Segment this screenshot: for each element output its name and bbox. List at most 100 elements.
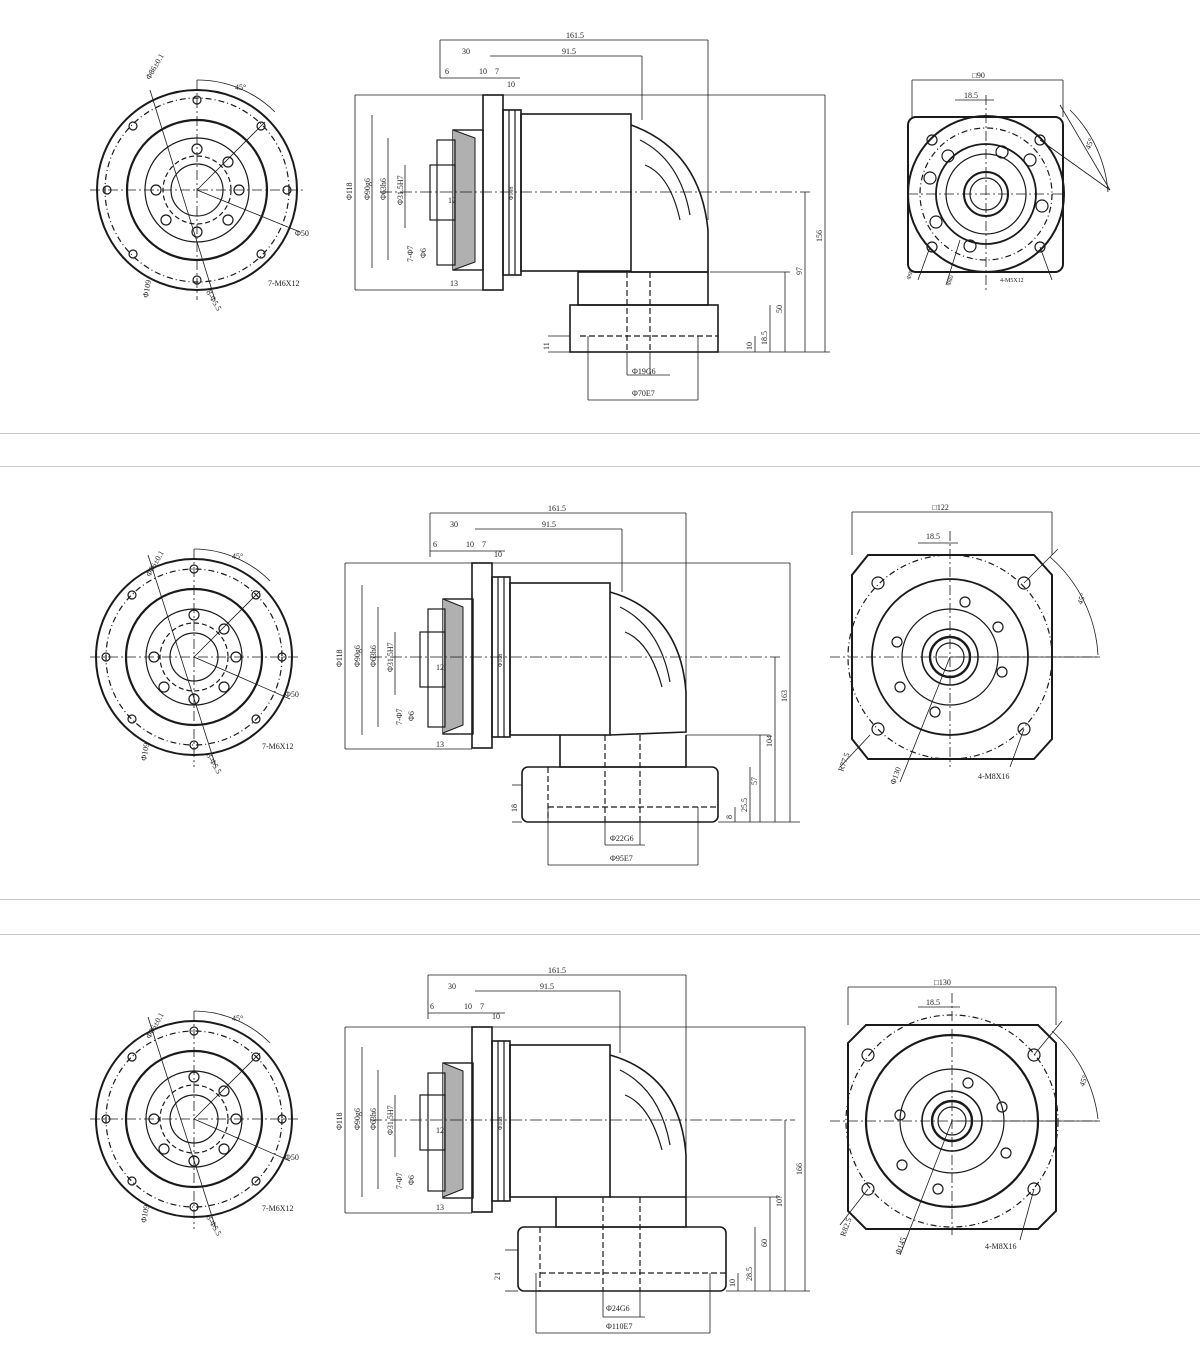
- s2-side-dia90: Φ90g6: [353, 645, 362, 667]
- s1-flange-tapped: 7-M6X12: [268, 279, 300, 288]
- s1-side-height-mid: 97: [795, 267, 804, 275]
- s2-side-dia63: Φ63h6: [369, 645, 378, 667]
- s1-flange-pcd: Φ50: [295, 229, 309, 238]
- s2-side-10b: 10: [494, 550, 502, 559]
- s1-side-10b: 10: [507, 80, 515, 89]
- s2-side-10a: 10: [466, 540, 474, 549]
- flange-front-view: [90, 548, 300, 768]
- s2-side-12: 12: [436, 663, 444, 672]
- s3-side-6: 6: [430, 1002, 434, 1011]
- s2-side-hidden: Φ108: [498, 654, 504, 667]
- s2-side-height-total: 163: [780, 690, 789, 702]
- s2-side-height-50: 57: [750, 777, 759, 785]
- flange-front-view: [90, 1010, 300, 1230]
- s1-side-dia90: Φ90g6: [363, 178, 372, 200]
- s3-end-square: □130: [934, 978, 951, 987]
- s3-flange-od: Φ109: [139, 1204, 151, 1223]
- s3-side-height-mid: 107: [775, 1195, 784, 1207]
- s1-side-7: 7: [495, 67, 499, 76]
- s2-end-pcd: Φ130: [888, 766, 903, 786]
- flange-front-view: [90, 79, 305, 301]
- s1-end-square: □90: [972, 71, 985, 80]
- s2-side-6: 6: [433, 540, 437, 549]
- s1-side-91: 91.5: [562, 47, 576, 56]
- s1-side-6: 6: [445, 67, 449, 76]
- s1-end-outer: Φ98: [906, 269, 915, 281]
- s3-side-dia118: Φ118: [335, 1112, 344, 1130]
- s3-side-hidden: Φ108: [498, 1117, 504, 1130]
- s2-side-height-10: 8: [725, 815, 734, 819]
- s3-side-10a: 10: [464, 1002, 472, 1011]
- s1-side-height-total: 156: [815, 230, 824, 242]
- s1-side-thread: 7-Φ7: [406, 245, 415, 262]
- s1-side-height-10: 10: [745, 342, 754, 350]
- s1-end-angle: 45°: [1083, 137, 1095, 151]
- sheet-3-svg: Φ86±0.1 45° Φ50 7-M6X12 Φ109 8-Φ5.5 161.…: [90, 966, 1100, 1334]
- s3-side-dia31: Φ31.5H7: [386, 1105, 395, 1135]
- s3-end-outer: R82.5: [838, 1216, 853, 1237]
- s1-side-shaft: Φ19G6: [632, 367, 656, 376]
- sheet-2-svg: Φ86±0.1 45° Φ50 7-M6X12 Φ109 8-Φ5.5 161.…: [90, 503, 1100, 866]
- s3-side-30: 30: [448, 982, 456, 991]
- s3-flange-hole: 8-Φ5.5: [204, 1214, 223, 1238]
- s2-side-7: 7: [482, 540, 486, 549]
- s1-end-pcd: Φ80: [946, 275, 955, 287]
- drawing-sheet-1: Φ86±0.1 45° Φ50 7-M6X12 Φ109 8-Φ5.5 161.…: [0, 0, 1200, 434]
- s3-side-7: 7: [480, 1002, 484, 1011]
- s2-flange-hole: 8-Φ5.5: [204, 752, 223, 776]
- s3-side-11: 21: [493, 1272, 502, 1280]
- s2-end-angle: 45°: [1075, 592, 1087, 606]
- s3-side-shaft: Φ24G6: [606, 1304, 630, 1313]
- s2-side-dia31: Φ31.5H7: [386, 642, 395, 672]
- s3-end-angle: 45°: [1077, 1074, 1089, 1088]
- s1-side-13: 13: [450, 279, 458, 288]
- s1-side-height-50: 50: [775, 305, 784, 313]
- s2-flange-angle: 45°: [232, 552, 243, 561]
- s2-side-11: 18: [510, 804, 519, 812]
- drawing-sheet-3: Φ86±0.1 45° Φ50 7-M6X12 Φ109 8-Φ5.5 161.…: [0, 934, 1200, 1368]
- s3-end-pcd: Φ145: [893, 1236, 908, 1256]
- s3-side-dia63: Φ63h6: [369, 1108, 378, 1130]
- s3-side-12: 12: [436, 1126, 444, 1135]
- gearbox-end-view: [830, 986, 1100, 1256]
- drawing-sheet-2: Φ86±0.1 45° Φ50 7-M6X12 Φ109 8-Φ5.5 161.…: [0, 466, 1200, 900]
- s2-end-square: □122: [932, 503, 949, 512]
- s3-side-thread: 7-Φ7: [395, 1172, 404, 1189]
- s3-end-tapped: 4-M8X16: [985, 1242, 1017, 1251]
- s1-flange-od: Φ109: [141, 279, 153, 298]
- s3-flange-pcd: Φ50: [285, 1153, 299, 1162]
- s2-flange-od: Φ109: [139, 742, 151, 761]
- s1-end-key: 18.5: [964, 91, 978, 100]
- s1-flange-hole: 8-Φ5.5: [204, 289, 223, 313]
- s2-side-13: 13: [436, 740, 444, 749]
- s3-side-91: 91.5: [540, 982, 554, 991]
- s1-side-dia118: Φ118: [345, 182, 354, 200]
- s3-side-overall: 161.5: [548, 966, 566, 975]
- s2-side-dia118: Φ118: [335, 649, 344, 667]
- s1-side-30: 30: [462, 47, 470, 56]
- s1-side-overall: 161.5: [566, 31, 584, 40]
- gearbox-end-view: [830, 511, 1100, 783]
- s1-side-dia31: Φ31.5H7: [396, 175, 405, 205]
- s2-end-outer: R77.5: [836, 751, 851, 772]
- s2-side-m6: Φ6: [407, 711, 416, 721]
- s3-side-height-50: 60: [760, 1239, 769, 1247]
- s2-side-pilot: Φ95E7: [610, 854, 633, 863]
- s1-end-tapped: 4-M5X12: [1000, 278, 1024, 284]
- s2-side-height-18: 25.5: [740, 798, 749, 812]
- s1-flange-bolt-circle: Φ86±0.1: [144, 52, 166, 81]
- s3-side-pilot: Φ110E7: [606, 1322, 632, 1331]
- gearbox-end-view: [907, 79, 1111, 290]
- s2-end-key: 18.5: [926, 532, 940, 541]
- s2-side-30: 30: [450, 520, 458, 529]
- s3-side-height-18: 28.5: [745, 1267, 754, 1281]
- s3-side-13: 13: [436, 1203, 444, 1212]
- s1-side-m6: Φ6: [419, 248, 428, 258]
- s1-side-dia63: Φ63h6: [379, 178, 388, 200]
- s3-side-dia90: Φ90g6: [353, 1108, 362, 1130]
- s2-side-91: 91.5: [542, 520, 556, 529]
- s1-side-pilot: Φ70E7: [632, 389, 655, 398]
- s2-end-tapped: 4-M8X16: [978, 772, 1010, 781]
- s3-side-height-total: 166: [795, 1163, 804, 1175]
- s1-side-11: 11: [542, 342, 551, 350]
